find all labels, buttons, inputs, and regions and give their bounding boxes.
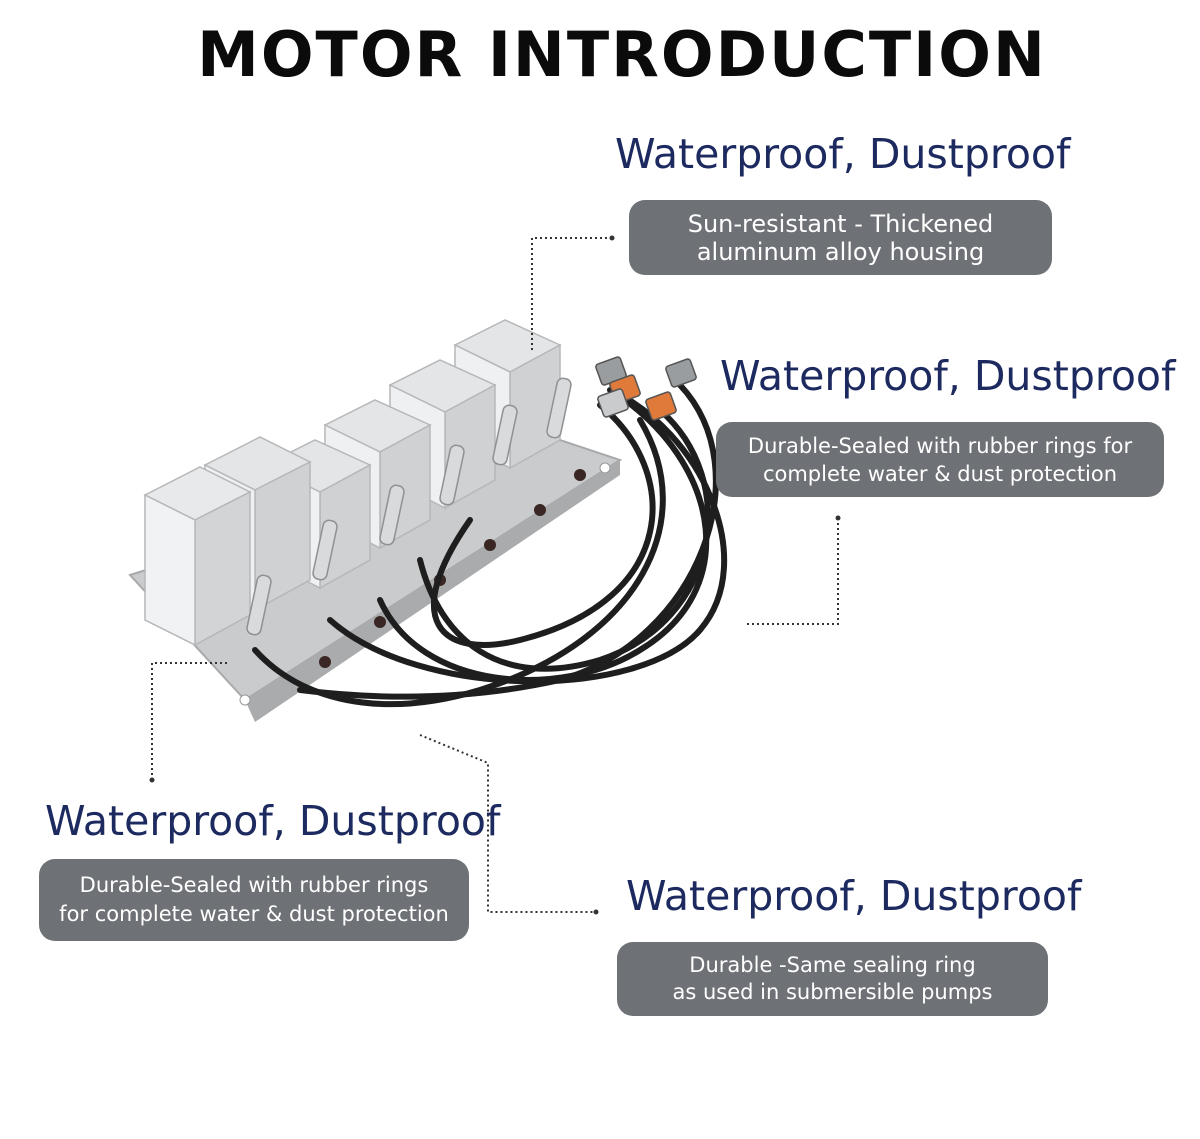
feature-3-description: Durable-Sealed with rubber rings for com… [39, 859, 469, 941]
feature-3-line-1: Durable-Sealed with rubber rings [79, 873, 429, 897]
feature-1-line-1: Sun-resistant - Thickened [687, 209, 994, 238]
feature-1-description: Sun-resistant - Thickened aluminum alloy… [629, 200, 1052, 275]
feature-4-line-2: as used in submersible pumps [672, 980, 993, 1004]
feature-3-line-2: for complete water & dust protection [59, 902, 449, 926]
feature-2-description: Durable-Sealed with rubber rings for com… [716, 422, 1164, 497]
feature-3-heading: Waterproof, Dustproof [45, 797, 501, 845]
feature-2-line-1: Durable-Sealed with rubber rings for [747, 433, 1133, 458]
feature-4-description: Durable -Same sealing ring as used in su… [617, 942, 1048, 1016]
feature-2-line-2: complete water & dust protection [762, 461, 1118, 486]
feature-4-line-1: Durable -Same sealing ring [689, 953, 976, 977]
feature-4-heading: Waterproof, Dustproof [626, 872, 1082, 920]
feature-1-line-2: aluminum alloy housing [696, 237, 985, 266]
feature-2-heading: Waterproof, Dustproof [720, 352, 1176, 400]
feature-1-heading: Waterproof, Dustproof [615, 130, 1071, 178]
page-title: MOTOR INTRODUCTION [197, 18, 1047, 91]
